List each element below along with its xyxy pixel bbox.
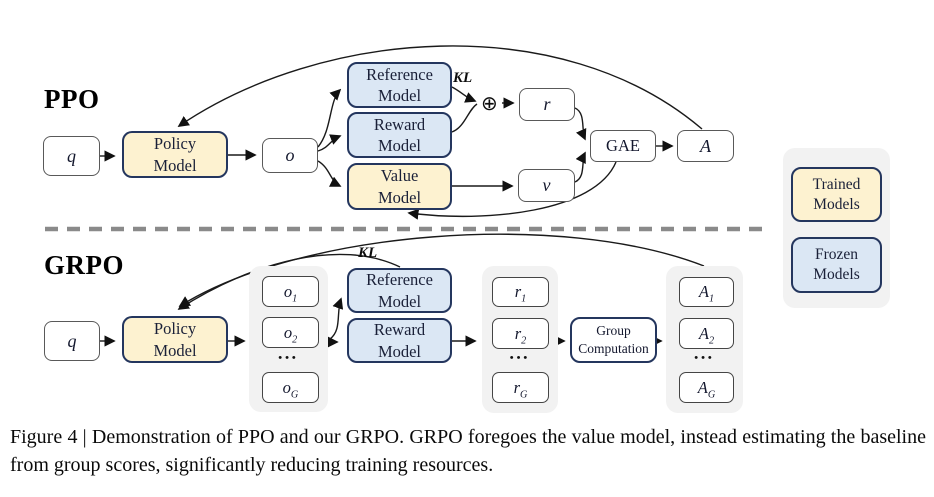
grpo-reward-g-box: rG bbox=[492, 372, 549, 403]
arrow-grpo-advantages-to-policy-feedback bbox=[178, 233, 705, 307]
grpo-policy-model-box: Policy Model bbox=[122, 316, 228, 363]
grpo-advantages-ellipsis: ••• bbox=[694, 352, 715, 364]
legend-frozen-models-box: Frozen Models bbox=[791, 237, 882, 293]
grpo-advantage-g-label: AG bbox=[697, 377, 716, 400]
ppo-oplus-icon: ⊕ bbox=[481, 93, 498, 115]
grpo-output-1-box: o1 bbox=[262, 276, 319, 307]
ppo-gae-box: GAE bbox=[590, 130, 656, 162]
arrow-ppo-o-to-reference bbox=[317, 88, 342, 148]
grpo-advantage-1-box: A1 bbox=[679, 277, 734, 307]
ppo-reference-model-box: Reference Model bbox=[347, 62, 452, 108]
grpo-advantage-2-label: A2 bbox=[698, 323, 715, 346]
grpo-output-2-label: o2 bbox=[283, 322, 298, 345]
arrow-ppo-v-to-gae bbox=[574, 151, 586, 183]
ppo-section-title: PPO bbox=[44, 84, 100, 114]
grpo-kl-label: KL bbox=[358, 245, 378, 261]
ppo-r-box: r bbox=[519, 88, 575, 121]
grpo-reward-model-box: Reward Model bbox=[347, 318, 452, 363]
grpo-advantage-2-box: A2 bbox=[679, 318, 734, 349]
grpo-rewards-ellipsis: ••• bbox=[509, 352, 531, 364]
arrow-ppo-r-to-gae bbox=[574, 107, 587, 141]
ppo-value-model-box: Value Model bbox=[347, 163, 452, 210]
grpo-group-computation-box: Group Computation bbox=[570, 317, 657, 363]
arrow-grpo-outputs-to-reference bbox=[329, 297, 344, 340]
grpo-output-1-label: o1 bbox=[283, 281, 298, 304]
grpo-output-2-box: o2 bbox=[262, 317, 319, 348]
grpo-reward-2-label: r2 bbox=[514, 323, 527, 346]
ppo-v-box: v bbox=[518, 169, 575, 202]
arrow-ppo-a-to-policy-feedback bbox=[177, 45, 703, 130]
grpo-reference-model-box: Reference Model bbox=[347, 268, 452, 313]
grpo-reward-2-box: r2 bbox=[492, 318, 549, 349]
ppo-policy-model-box: Policy Model bbox=[122, 131, 228, 178]
arrow-ppo-reference-to-oplus bbox=[451, 86, 477, 103]
arrow-ppo-reward-to-oplus bbox=[451, 103, 478, 133]
grpo-section-title: GRPO bbox=[44, 250, 124, 280]
grpo-outputs-ellipsis: ••• bbox=[278, 352, 299, 364]
arrow-ppo-o-to-reward bbox=[317, 134, 342, 152]
ppo-q-box: q bbox=[43, 136, 100, 176]
grpo-reward-1-label: r1 bbox=[514, 282, 527, 305]
ppo-kl-label: KL bbox=[453, 70, 473, 86]
grpo-advantage-g-box: AG bbox=[679, 372, 734, 403]
figure-caption: Figure 4 | Demonstration of PPO and our … bbox=[10, 426, 926, 477]
arrow-ppo-gae-to-value-feedback bbox=[407, 161, 617, 220]
ppo-reward-model-box: Reward Model bbox=[347, 112, 452, 158]
grpo-output-g-label: oG bbox=[282, 377, 299, 400]
grpo-reward-g-label: rG bbox=[513, 377, 528, 400]
grpo-q-box: q bbox=[44, 321, 100, 361]
grpo-output-g-box: oG bbox=[262, 372, 319, 403]
grpo-advantage-1-label: A1 bbox=[698, 282, 715, 305]
ppo-a-box: A bbox=[677, 130, 734, 162]
legend-trained-models-box: Trained Models bbox=[791, 167, 882, 222]
ppo-o-box: o bbox=[262, 138, 318, 173]
arrow-ppo-o-to-value bbox=[317, 160, 342, 187]
grpo-reward-1-box: r1 bbox=[492, 277, 549, 307]
